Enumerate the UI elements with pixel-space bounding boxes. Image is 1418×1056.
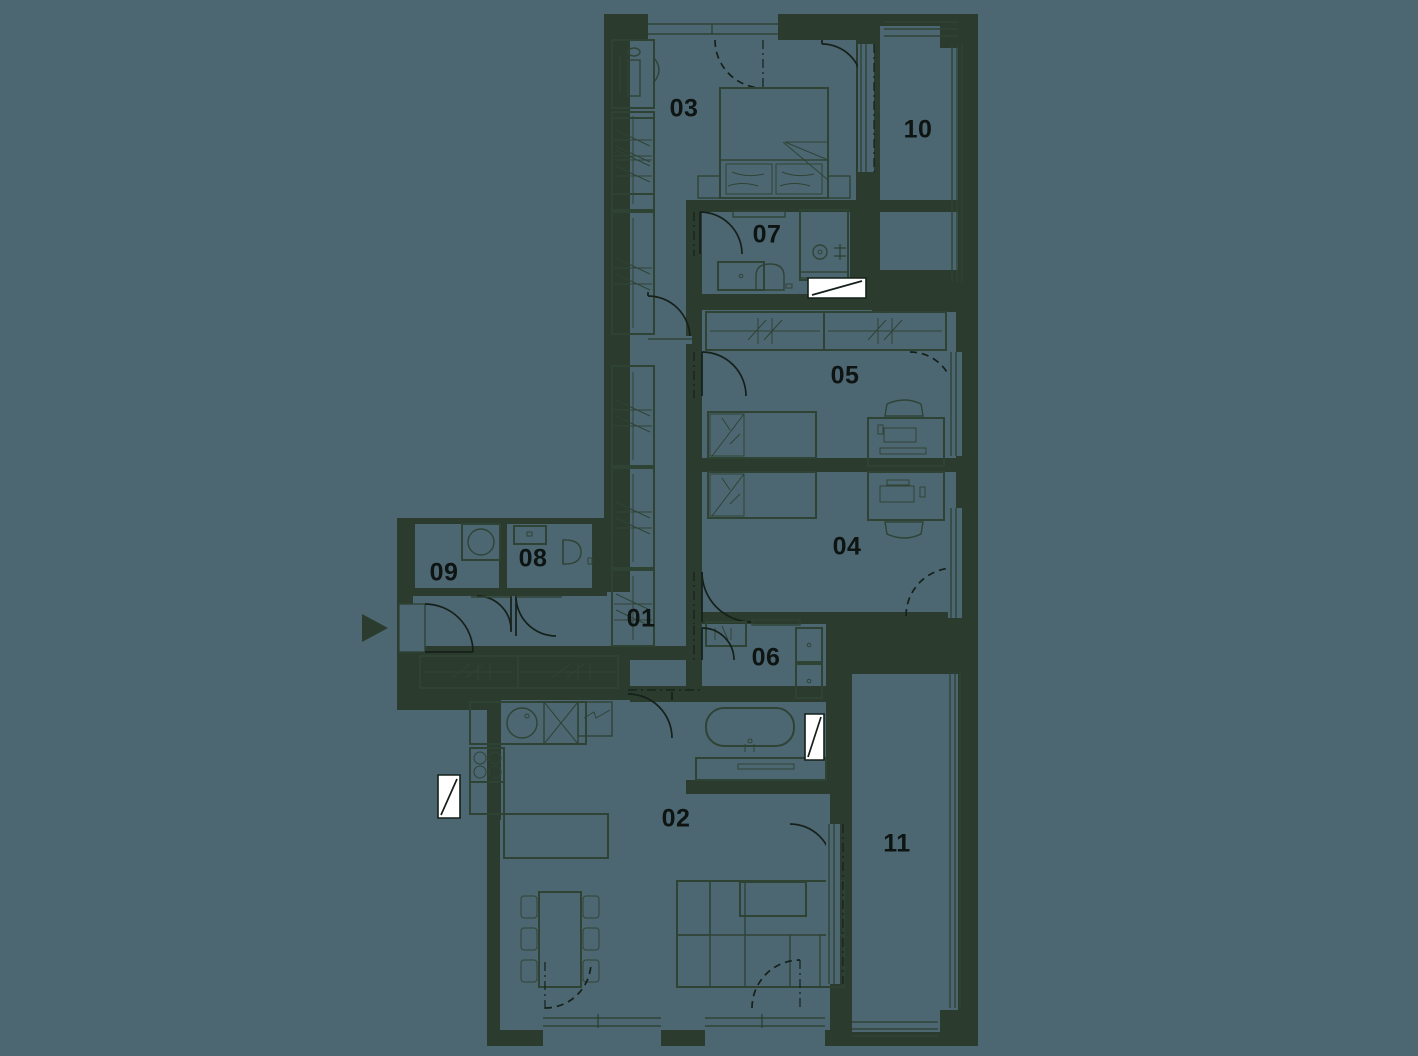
washbasin-08	[513, 525, 547, 545]
nightstand-right-03	[827, 175, 851, 199]
room-07-contents	[693, 209, 867, 299]
nightstand-left-03	[697, 175, 721, 199]
room-label-11: 11	[883, 830, 910, 858]
kitchen-extract	[577, 701, 613, 737]
dining-table-02	[538, 891, 582, 988]
wardrobe-05-b	[823, 311, 947, 351]
single-bed-04	[707, 471, 817, 519]
bathtub-06	[705, 707, 795, 747]
mirror-06	[751, 619, 801, 626]
interior-partitions	[397, 14, 978, 1046]
shower-06-b	[795, 663, 823, 699]
room-08-contents	[513, 525, 593, 565]
floor-areas	[413, 26, 958, 1032]
desk-05	[867, 417, 945, 467]
kitchen-counter-top	[469, 701, 587, 745]
floor-09	[413, 524, 499, 590]
room-04-contents	[693, 471, 962, 624]
wardrobe-hall-01	[611, 117, 655, 647]
room-label-08: 08	[519, 545, 548, 573]
kitchen-base-unit	[469, 781, 505, 815]
room-03-contents	[611, 14, 875, 199]
corridor-01-contents	[362, 117, 700, 739]
room-05-contents	[693, 311, 962, 467]
washbasin-06	[705, 621, 747, 647]
floor-03	[630, 40, 856, 200]
room-labels: 01 02 03 04 05 06 07 08 09 10 11	[430, 95, 933, 858]
room-label-06: 06	[752, 644, 781, 672]
coffee-table-02	[739, 881, 807, 917]
room-09-contents	[461, 523, 501, 561]
room-06-contents	[693, 619, 827, 781]
floor-10	[880, 26, 958, 276]
vanity-06	[695, 757, 827, 781]
desk-04	[867, 471, 945, 521]
dining-chairs-02	[520, 895, 600, 983]
washbasin-07	[717, 261, 765, 291]
room-label-10: 10	[904, 116, 933, 144]
room-02-contents	[437, 701, 845, 1046]
room-label-07: 07	[753, 221, 782, 249]
balcony-railings	[852, 21, 963, 1037]
kitchen-sink-02	[506, 707, 538, 739]
entry-arrow-icon	[362, 614, 388, 642]
wardrobe-entry-01	[419, 655, 619, 689]
window-03	[648, 14, 778, 40]
room-label-04: 04	[833, 533, 862, 561]
washing-machine-09	[461, 523, 501, 561]
entry-door-leaf	[399, 604, 425, 652]
floor-11	[848, 670, 958, 1032]
room-label-09: 09	[430, 559, 459, 587]
floor-04	[700, 470, 956, 614]
floor-02a	[500, 700, 830, 1030]
room-label-01: 01	[627, 605, 656, 633]
shower-06-a	[795, 627, 823, 663]
sideboard-02	[503, 813, 609, 859]
room-label-03: 03	[670, 95, 699, 123]
wardrobe-03	[611, 39, 655, 109]
window-02-right	[705, 1010, 825, 1046]
mirror-07	[732, 210, 786, 218]
floor-05	[700, 308, 956, 460]
room-label-02: 02	[662, 805, 691, 833]
toilet-07	[755, 263, 785, 291]
chair-04	[884, 521, 924, 539]
toilet-08	[562, 539, 582, 565]
window-02-left	[543, 1010, 661, 1046]
chair-05	[884, 399, 924, 417]
room-label-05: 05	[831, 362, 860, 390]
floor-08	[505, 524, 597, 590]
single-bed-05	[707, 411, 817, 459]
